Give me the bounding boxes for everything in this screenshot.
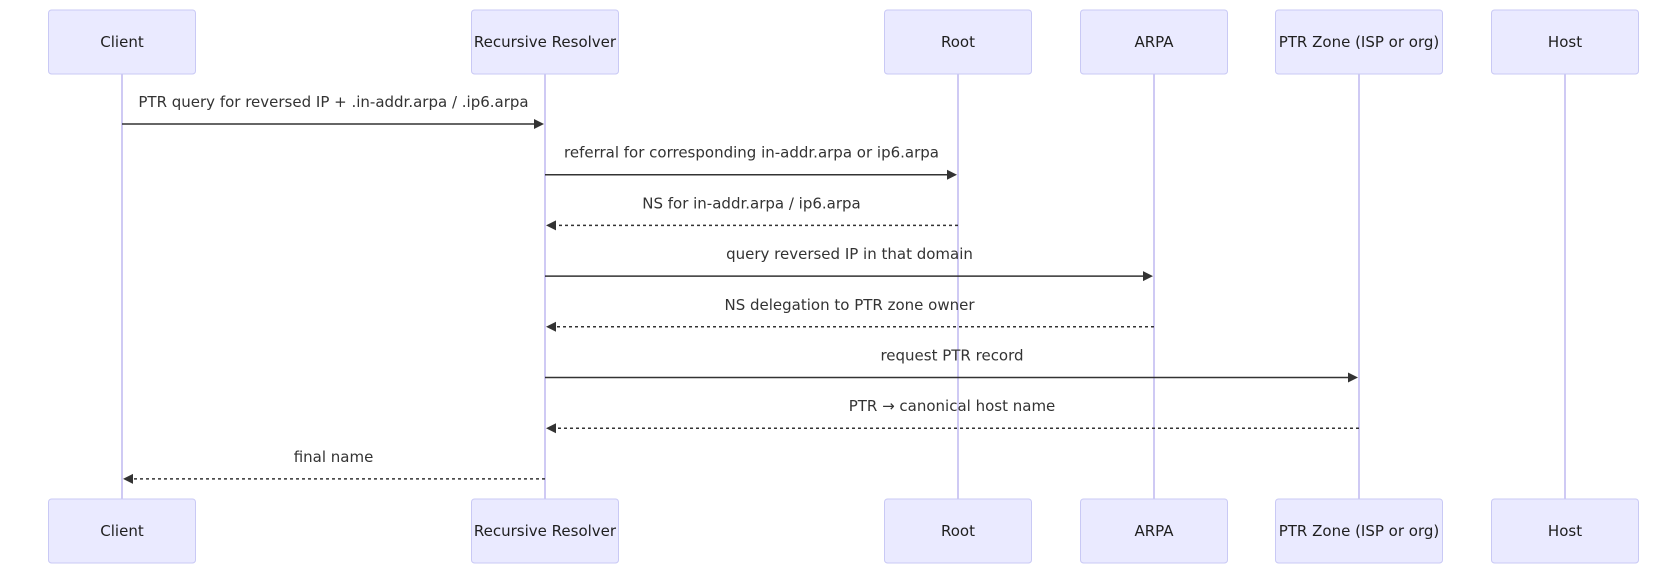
participant-label: Client bbox=[100, 522, 144, 540]
arrowhead bbox=[546, 423, 556, 434]
participant-box bbox=[1080, 498, 1228, 564]
participant-root-bottom: Root bbox=[884, 498, 1032, 564]
participant-box bbox=[884, 9, 1032, 75]
participant-label: Client bbox=[100, 33, 144, 51]
participant-ptrzone-top: PTR Zone (ISP or org) bbox=[1275, 9, 1443, 75]
message-8: final name bbox=[123, 448, 545, 484]
participant-box bbox=[471, 9, 619, 75]
participant-host-bottom: Host bbox=[1491, 498, 1639, 564]
message-2: referral for corresponding in-addr.arpa … bbox=[545, 144, 957, 180]
message-label: PTR query for reversed IP + .in-addr.arp… bbox=[138, 93, 528, 111]
participant-box bbox=[1491, 9, 1639, 75]
participant-arpa-bottom: ARPA bbox=[1080, 498, 1228, 564]
participant-arpa-top: ARPA bbox=[1080, 9, 1228, 75]
participant-box bbox=[1491, 498, 1639, 564]
arrowhead bbox=[1348, 372, 1358, 383]
message-label: referral for corresponding in-addr.arpa … bbox=[564, 144, 939, 162]
arrowhead bbox=[123, 473, 133, 484]
participant-label: PTR Zone (ISP or org) bbox=[1279, 33, 1440, 51]
participant-label: Host bbox=[1548, 33, 1582, 51]
message-7: PTR → canonical host name bbox=[546, 397, 1359, 434]
participant-label: Root bbox=[941, 522, 975, 540]
participant-label: Recursive Resolver bbox=[474, 33, 617, 51]
participant-resolver-top: Recursive Resolver bbox=[471, 9, 619, 75]
message-label: query reversed IP in that domain bbox=[726, 245, 973, 263]
participant-resolver-bottom: Recursive Resolver bbox=[471, 498, 619, 564]
arrowhead bbox=[534, 119, 544, 129]
participant-client-bottom: Client bbox=[48, 498, 196, 564]
message-3: NS for in-addr.arpa / ip6.arpa bbox=[546, 194, 958, 231]
arrowhead bbox=[546, 220, 556, 231]
message-6: request PTR record bbox=[545, 347, 1358, 383]
messages: PTR query for reversed IP + .in-addr.arp… bbox=[122, 93, 1359, 484]
participant-label: Host bbox=[1548, 522, 1582, 540]
participant-box bbox=[1275, 498, 1443, 564]
message-label: NS for in-addr.arpa / ip6.arpa bbox=[642, 194, 861, 212]
message-label: PTR → canonical host name bbox=[849, 397, 1056, 415]
participant-box bbox=[1080, 9, 1228, 75]
participant-box bbox=[1275, 9, 1443, 75]
participant-label: ARPA bbox=[1134, 522, 1174, 540]
message-4: query reversed IP in that domain bbox=[545, 245, 1153, 282]
participant-box bbox=[48, 498, 196, 564]
participant-box bbox=[471, 498, 619, 564]
message-5: NS delegation to PTR zone owner bbox=[546, 296, 1154, 332]
participant-client-top: Client bbox=[48, 9, 196, 75]
participant-label: Recursive Resolver bbox=[474, 522, 617, 540]
participant-label: ARPA bbox=[1134, 33, 1174, 51]
message-label: final name bbox=[294, 448, 374, 466]
participant-box bbox=[884, 498, 1032, 564]
participant-ptrzone-bottom: PTR Zone (ISP or org) bbox=[1275, 498, 1443, 564]
message-label: request PTR record bbox=[880, 347, 1023, 365]
participant-root-top: Root bbox=[884, 9, 1032, 75]
arrowhead bbox=[1143, 271, 1153, 282]
message-1: PTR query for reversed IP + .in-addr.arp… bbox=[122, 93, 544, 129]
participant-box bbox=[48, 9, 196, 75]
lifelines bbox=[121, 74, 1566, 499]
participant-label: Root bbox=[941, 33, 975, 51]
message-label: NS delegation to PTR zone owner bbox=[725, 296, 976, 314]
arrowhead bbox=[546, 321, 556, 332]
participant-label: PTR Zone (ISP or org) bbox=[1279, 522, 1440, 540]
participant-host-top: Host bbox=[1491, 9, 1639, 75]
arrowhead bbox=[947, 169, 957, 180]
